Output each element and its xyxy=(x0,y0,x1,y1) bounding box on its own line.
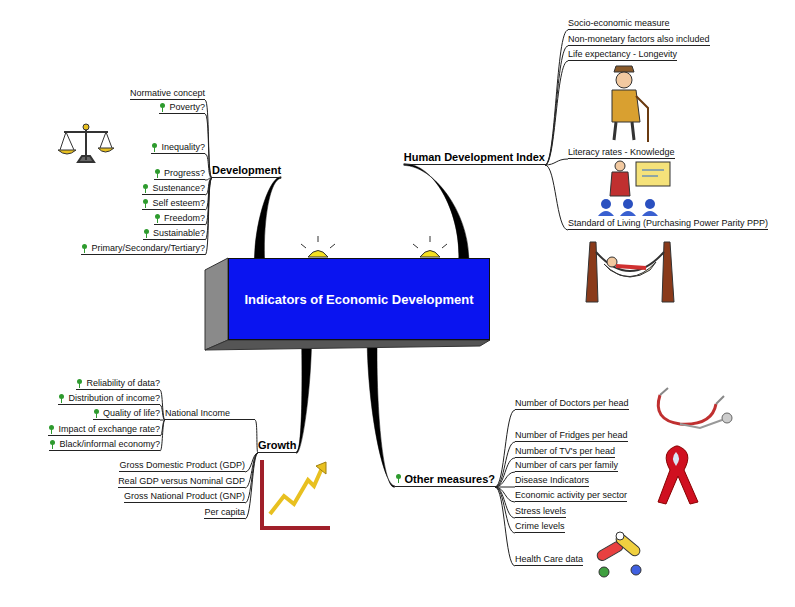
branch-item: Sustenance? xyxy=(142,183,205,195)
branch-item: Freedom? xyxy=(154,213,205,225)
branch-heading: Growth xyxy=(258,439,297,453)
branch-item: Real GDP versus Nominal GDP xyxy=(118,476,245,488)
branch-item: Gross National Product (GNP) xyxy=(124,491,245,503)
branch-item: Socio-economic measure xyxy=(568,18,670,30)
cloud-shape xyxy=(5,362,345,548)
branch-item: Life expectancy - Longevity xyxy=(568,49,677,61)
branch-connector xyxy=(254,177,281,258)
scales-icon xyxy=(58,124,114,162)
branch-item: Black/informal economy? xyxy=(49,439,160,451)
cloud-region: Other measures? Number of Doctors per hea… xyxy=(372,372,790,602)
branch-item: Per capita xyxy=(204,507,245,519)
branch-item: Poverty? xyxy=(159,102,205,114)
branch-connector xyxy=(367,340,394,487)
central-topic: Indicators of Economic Development xyxy=(237,292,482,307)
branch-item: Number of cars per family xyxy=(515,460,618,472)
stethoscope-icon xyxy=(658,388,732,428)
branch-item: Disease Indicators xyxy=(515,475,589,487)
branch-item: Economic activity per sector xyxy=(515,490,627,502)
branch-item: Crime levels xyxy=(515,521,565,533)
branch-heading: Human Development Index xyxy=(404,151,545,165)
red-ribbon-icon xyxy=(658,446,698,504)
branch-item: Sustainable? xyxy=(143,228,205,240)
pills-icon xyxy=(595,532,642,577)
branch-connector xyxy=(297,340,312,453)
branch-item: Non-monetary factors also included xyxy=(568,34,710,46)
branch-item: Normative concept xyxy=(130,88,205,100)
branch-item: Number of Fridges per head xyxy=(515,430,628,442)
branch-item: Progress? xyxy=(154,168,205,180)
classroom-icon xyxy=(598,161,670,216)
branch-item: Number of TV's per head xyxy=(515,446,615,458)
lamp-icons xyxy=(301,236,447,257)
hammock-icon xyxy=(586,242,674,302)
branch-item: Gross Domestic Product (GDP) xyxy=(119,460,245,472)
branch-item: Impact of exchange rate? xyxy=(48,424,160,436)
branch-item: National Income xyxy=(165,408,255,420)
branch-item: Primary/Secondary/Tertiary? xyxy=(81,243,205,255)
central-topic-box: Indicators of Economic Development xyxy=(228,258,490,340)
branch-item: Reliability of data? xyxy=(76,378,160,390)
branch-item: Stress levels xyxy=(515,506,566,518)
cloud-region: Development Normative conceptPoverty? Ineq… xyxy=(28,60,335,272)
branch-connector xyxy=(404,164,469,258)
branch-item: Self esteem? xyxy=(142,198,205,210)
branch-item: Health Care data xyxy=(515,554,583,566)
box-side xyxy=(205,258,490,350)
growth-chart-icon xyxy=(262,460,330,528)
branch-item: Number of Doctors per head xyxy=(515,398,629,410)
branch-heading: Other measures? xyxy=(395,473,495,487)
branch-item: Literacy rates - Knowledge xyxy=(568,147,675,159)
old-man-icon xyxy=(612,66,648,142)
cloud-region: Growth National Income Reliability of data… xyxy=(5,362,345,548)
branch-item: Inequality? xyxy=(151,142,205,154)
branch-item: Standard of Living (Purchasing Power Par… xyxy=(568,218,768,230)
branch-item: Quality of life? xyxy=(93,408,160,420)
branch-item: Distribution of income? xyxy=(58,393,160,405)
branch-heading: Development xyxy=(212,164,281,178)
